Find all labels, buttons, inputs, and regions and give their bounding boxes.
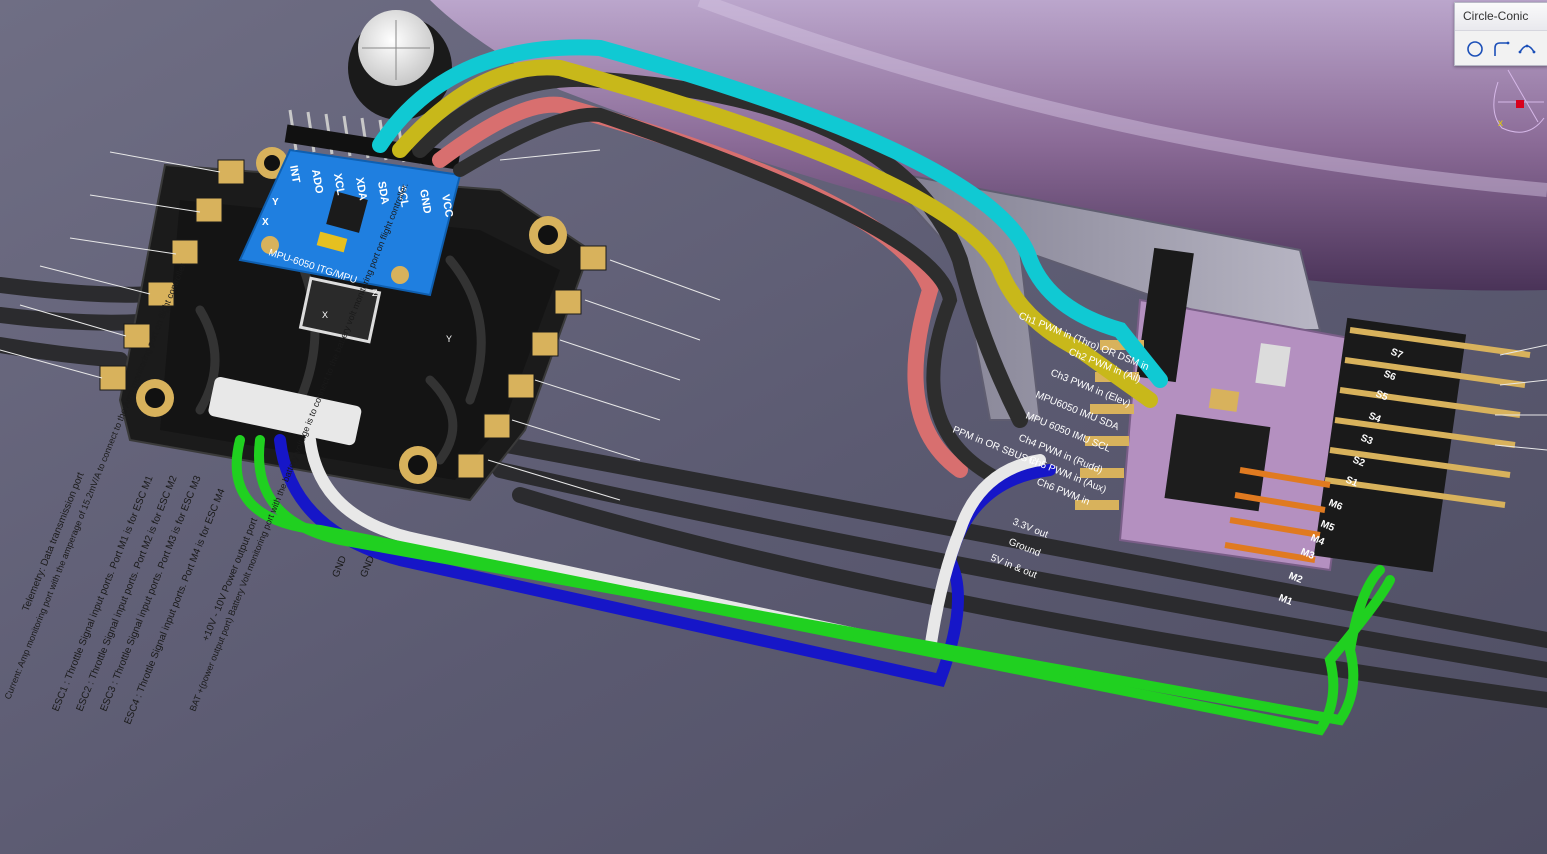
mpu-pin-xcl: XCL <box>331 172 347 196</box>
mpu-pin-sda: SDA <box>375 180 391 205</box>
mpu-axis-x: X <box>262 217 269 228</box>
mpu-pin-scl: SCL <box>395 184 411 208</box>
three-point-arc-button[interactable] <box>1515 37 1539 61</box>
corner-icon <box>1494 41 1510 56</box>
circle-icon <box>1467 41 1483 57</box>
wire-cyan <box>372 39 1168 388</box>
servo-label-s6: S6 <box>1382 369 1398 384</box>
three-point-arc-icon <box>1518 44 1536 54</box>
circle-button[interactable] <box>1463 37 1487 61</box>
servo-label-s4: S4 <box>1367 411 1383 426</box>
motor-label-m4: M4 <box>1309 533 1326 549</box>
servo-label-s5: S5 <box>1374 389 1390 404</box>
wire-yellow <box>392 59 1158 408</box>
servo-label-s1: S1 <box>1344 475 1360 490</box>
wire-blue <box>274 434 1056 687</box>
wire-white <box>304 434 1046 658</box>
compass-red-handle[interactable] <box>1516 100 1524 108</box>
esc-axis-labels: Z Y X <box>322 288 452 344</box>
wire-green-1 <box>231 435 1395 736</box>
motor-label-m3: M3 <box>1299 547 1316 563</box>
motor-labels: M1 M2 M3 M4 M5 M6 <box>1277 498 1344 609</box>
motor-label-m1: M1 <box>1277 593 1294 609</box>
mpu-axis-y: Y <box>272 197 279 208</box>
mpu-pin-int: INT <box>287 164 302 184</box>
wire-black-2 <box>453 107 1007 487</box>
esc-axis-y: Y <box>446 334 452 344</box>
mpu-pin-ado: ADO <box>309 168 325 195</box>
esc-board[interactable] <box>99 147 607 502</box>
leader-lines <box>0 149 1547 501</box>
mpu-pin-gnd: GND <box>417 188 433 214</box>
motor-label-m6: M6 <box>1327 498 1344 514</box>
servo-label-s3: S3 <box>1359 433 1375 448</box>
mpu-pin-xda: XDA <box>353 176 369 201</box>
orientation-compass[interactable]: x <box>1488 62 1546 134</box>
toolbar-title[interactable]: Circle-Conic <box>1455 3 1547 31</box>
tube-highlight <box>697 0 1547 197</box>
motor-label-m5: M5 <box>1319 519 1336 535</box>
motor-label-m2: M2 <box>1287 571 1304 587</box>
compass-ring <box>1493 81 1545 133</box>
compass-axis-x: x <box>1498 118 1503 129</box>
corner-button[interactable] <box>1489 37 1513 61</box>
servo-label-s2: S2 <box>1351 455 1367 470</box>
signal-wires <box>231 39 1395 736</box>
esc-axis-x: X <box>322 310 328 320</box>
esc-axis-z: Z <box>372 288 378 298</box>
circle-conic-toolbar[interactable]: Circle-Conic <box>1454 2 1547 66</box>
servo-labels: S1 S2 S3 S4 S5 S6 S7 <box>1344 347 1405 490</box>
mpu-pin-vcc: VCC <box>439 193 455 218</box>
wire-green-2 <box>254 435 1385 726</box>
servo-label-s7: S7 <box>1389 347 1405 362</box>
